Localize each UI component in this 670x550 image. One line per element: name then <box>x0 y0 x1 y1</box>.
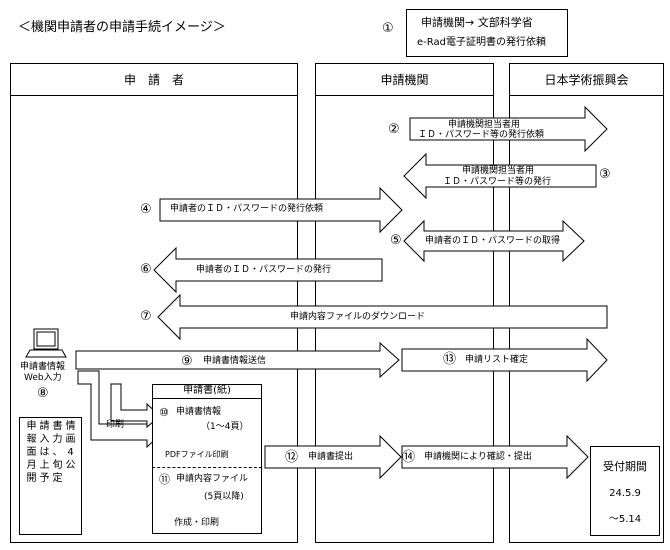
arrow-3 <box>403 152 597 200</box>
paper-title-divider <box>152 398 262 399</box>
arrow-2-line2: ＩＤ・パスワード等の発行依頼 <box>418 130 545 140</box>
arrow-7 <box>157 293 608 341</box>
arrow-5-label: 申請者のＩＤ・パスワードの取得 <box>425 236 561 246</box>
web-input-note-char: 申 <box>26 421 37 432</box>
arrow-14-label: 申請機関により確認・提出 <box>424 452 532 462</box>
arrow-13 <box>401 337 608 383</box>
item-11-label: 申請内容ファイル <box>176 474 249 484</box>
item-11-caption: 作成・印刷 <box>174 518 220 528</box>
web-input-note-char: 力 <box>52 434 63 445</box>
web-input-note-char: 開 <box>26 473 37 484</box>
arrow-12-label: 申請書提出 <box>308 452 354 462</box>
web-input-note-char: 月 <box>26 460 37 471</box>
marker-3: ③ <box>599 167 611 182</box>
arrow-2-line1: 申請機関担当者用 <box>448 120 521 130</box>
arrow-2 <box>409 105 608 153</box>
marker-11: ⑪ <box>159 473 170 486</box>
arrow-3-line1: 申請機関担当者用 <box>462 166 535 176</box>
marker-7: ⑦ <box>140 309 152 324</box>
arrow-9-label: 申請書情報送信 <box>203 356 267 366</box>
marker-6: ⑥ <box>140 262 152 277</box>
web-input-note-char: 入 <box>39 434 50 445</box>
arrow-6 <box>153 246 383 294</box>
web-input-note-char: 定 <box>52 473 63 484</box>
applicant-header-divider <box>10 95 298 96</box>
web-input-note-char: 書 <box>52 421 63 432</box>
marker-8: ⑧ <box>37 386 49 401</box>
marker-13: ⑬ <box>443 352 457 367</box>
web-input-note-char: 4 <box>67 447 74 458</box>
institution-header: 申請機関 <box>380 73 429 87</box>
arrow-7-label: 申請内容ファイルのダウンロード <box>290 312 426 322</box>
arrow-13-label: 申請リスト確定 <box>465 355 529 365</box>
web-input-note-char: 公 <box>65 460 76 471</box>
legend-line1: 申請機関→ 文部科学省 <box>421 16 533 29</box>
marker-10: ⑩ <box>159 406 169 419</box>
web-input-note-char: は <box>39 447 50 458</box>
legend-marker: ① <box>382 21 394 36</box>
print-label: 印刷 <box>106 420 125 430</box>
marker-5: ⑤ <box>390 233 402 248</box>
legend-line2: e-Rad電子証明書の発行依頼 <box>417 37 546 48</box>
web-input-note-char: 面 <box>26 447 37 458</box>
legend-box: 申請機関→ 文部科学省 e-Rad電子証明書の発行依頼 <box>406 9 568 57</box>
arrow-5 <box>403 219 585 263</box>
arrow-9 <box>75 341 400 379</box>
item-10-label: 申請書情報 <box>176 407 222 417</box>
web-input-note-char: 上 <box>39 460 50 471</box>
computer-label-1: 申請書情報 <box>20 362 66 372</box>
web-input-note-char: 情 <box>65 421 76 432</box>
page-title: ＜機関申請者の申請手続イメージ＞ <box>18 20 226 35</box>
marker-14: ⑭ <box>402 450 416 465</box>
applicant-header: 申 請 者 <box>123 73 184 87</box>
item-11-pages: (5頁以降) <box>204 492 244 502</box>
deadline-box <box>590 446 660 536</box>
web-input-note-char: 旬 <box>52 460 63 471</box>
computer-icon <box>25 328 67 358</box>
item-10-caption: PDFファイル印刷 <box>165 450 229 459</box>
web-input-note: 申請書情報入力画面は、 4 月上旬公開予定 <box>25 421 79 485</box>
paper-title: 申請書(紙) <box>183 385 231 396</box>
paper-application-box <box>152 384 262 534</box>
web-input-note-char: 報 <box>26 434 37 445</box>
marker-9: ⑨ <box>181 354 193 369</box>
deadline-title: 受付期間 <box>603 460 647 473</box>
web-input-note-char: 予 <box>39 473 50 484</box>
web-input-note-char: 画 <box>65 434 76 445</box>
arrow-4 <box>159 186 403 234</box>
arrow-6-label: 申請者のＩＤ・パスワードの発行 <box>196 265 332 275</box>
arrow-14 <box>401 434 589 480</box>
web-input-note-char: 請 <box>39 421 50 432</box>
arrow-12 <box>264 434 402 480</box>
marker-4: ④ <box>140 202 152 217</box>
arrow-4-label: 申請者のＩＤ・パスワードの発行依頼 <box>170 204 324 214</box>
web-input-note-char: 、 <box>52 447 63 458</box>
deadline-start: 24.5.9 <box>609 488 641 499</box>
arrow-3-line2: ＩＤ・パスワード等の発行 <box>443 177 552 187</box>
web-input-note-box: 申請書情報入力画面は、 4 月上旬公開予定 <box>19 417 82 535</box>
jsps-header: 日本学術振興会 <box>544 73 629 87</box>
item-10-pages: （1～4頁） <box>201 422 249 432</box>
institution-header-divider <box>315 95 494 96</box>
deadline-end: ～5.14 <box>608 514 642 525</box>
marker-2: ② <box>388 122 400 137</box>
computer-label-2: Web入力 <box>24 373 62 383</box>
jsps-header-divider <box>509 95 664 96</box>
marker-12: ⑫ <box>285 450 299 465</box>
paper-dashed-divider <box>152 467 262 468</box>
